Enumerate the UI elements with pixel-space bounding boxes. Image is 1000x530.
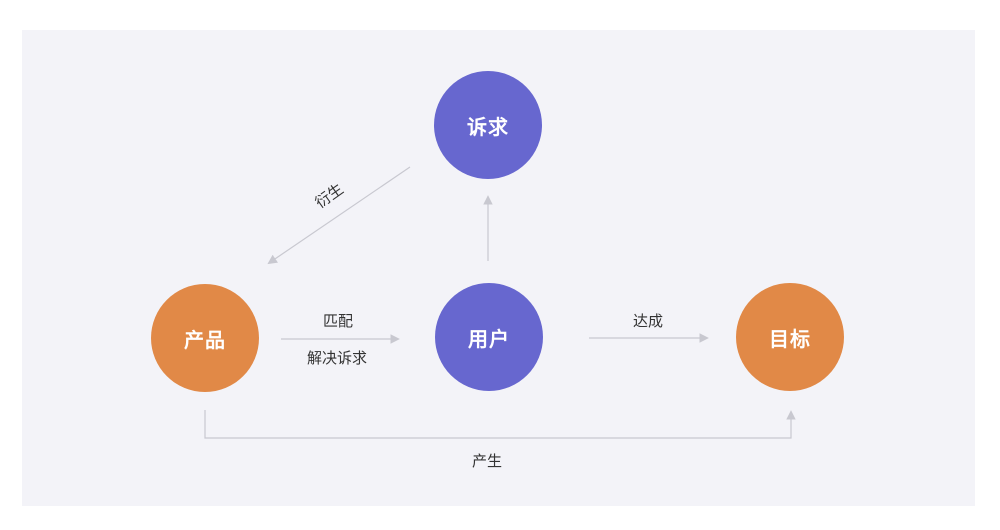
label-achieve: 达成 [633, 312, 664, 330]
arrow-derive [267, 166, 411, 265]
node-goal: 目标 [736, 283, 844, 391]
arrow-produce [204, 410, 796, 439]
node-user: 用户 [435, 283, 543, 391]
node-demand: 诉求 [434, 71, 542, 179]
label-produce: 产生 [472, 452, 503, 470]
label-match-top: 匹配 [323, 312, 354, 330]
label-match-bottom: 解决诉求 [307, 349, 368, 367]
node-product: 产品 [151, 284, 259, 392]
